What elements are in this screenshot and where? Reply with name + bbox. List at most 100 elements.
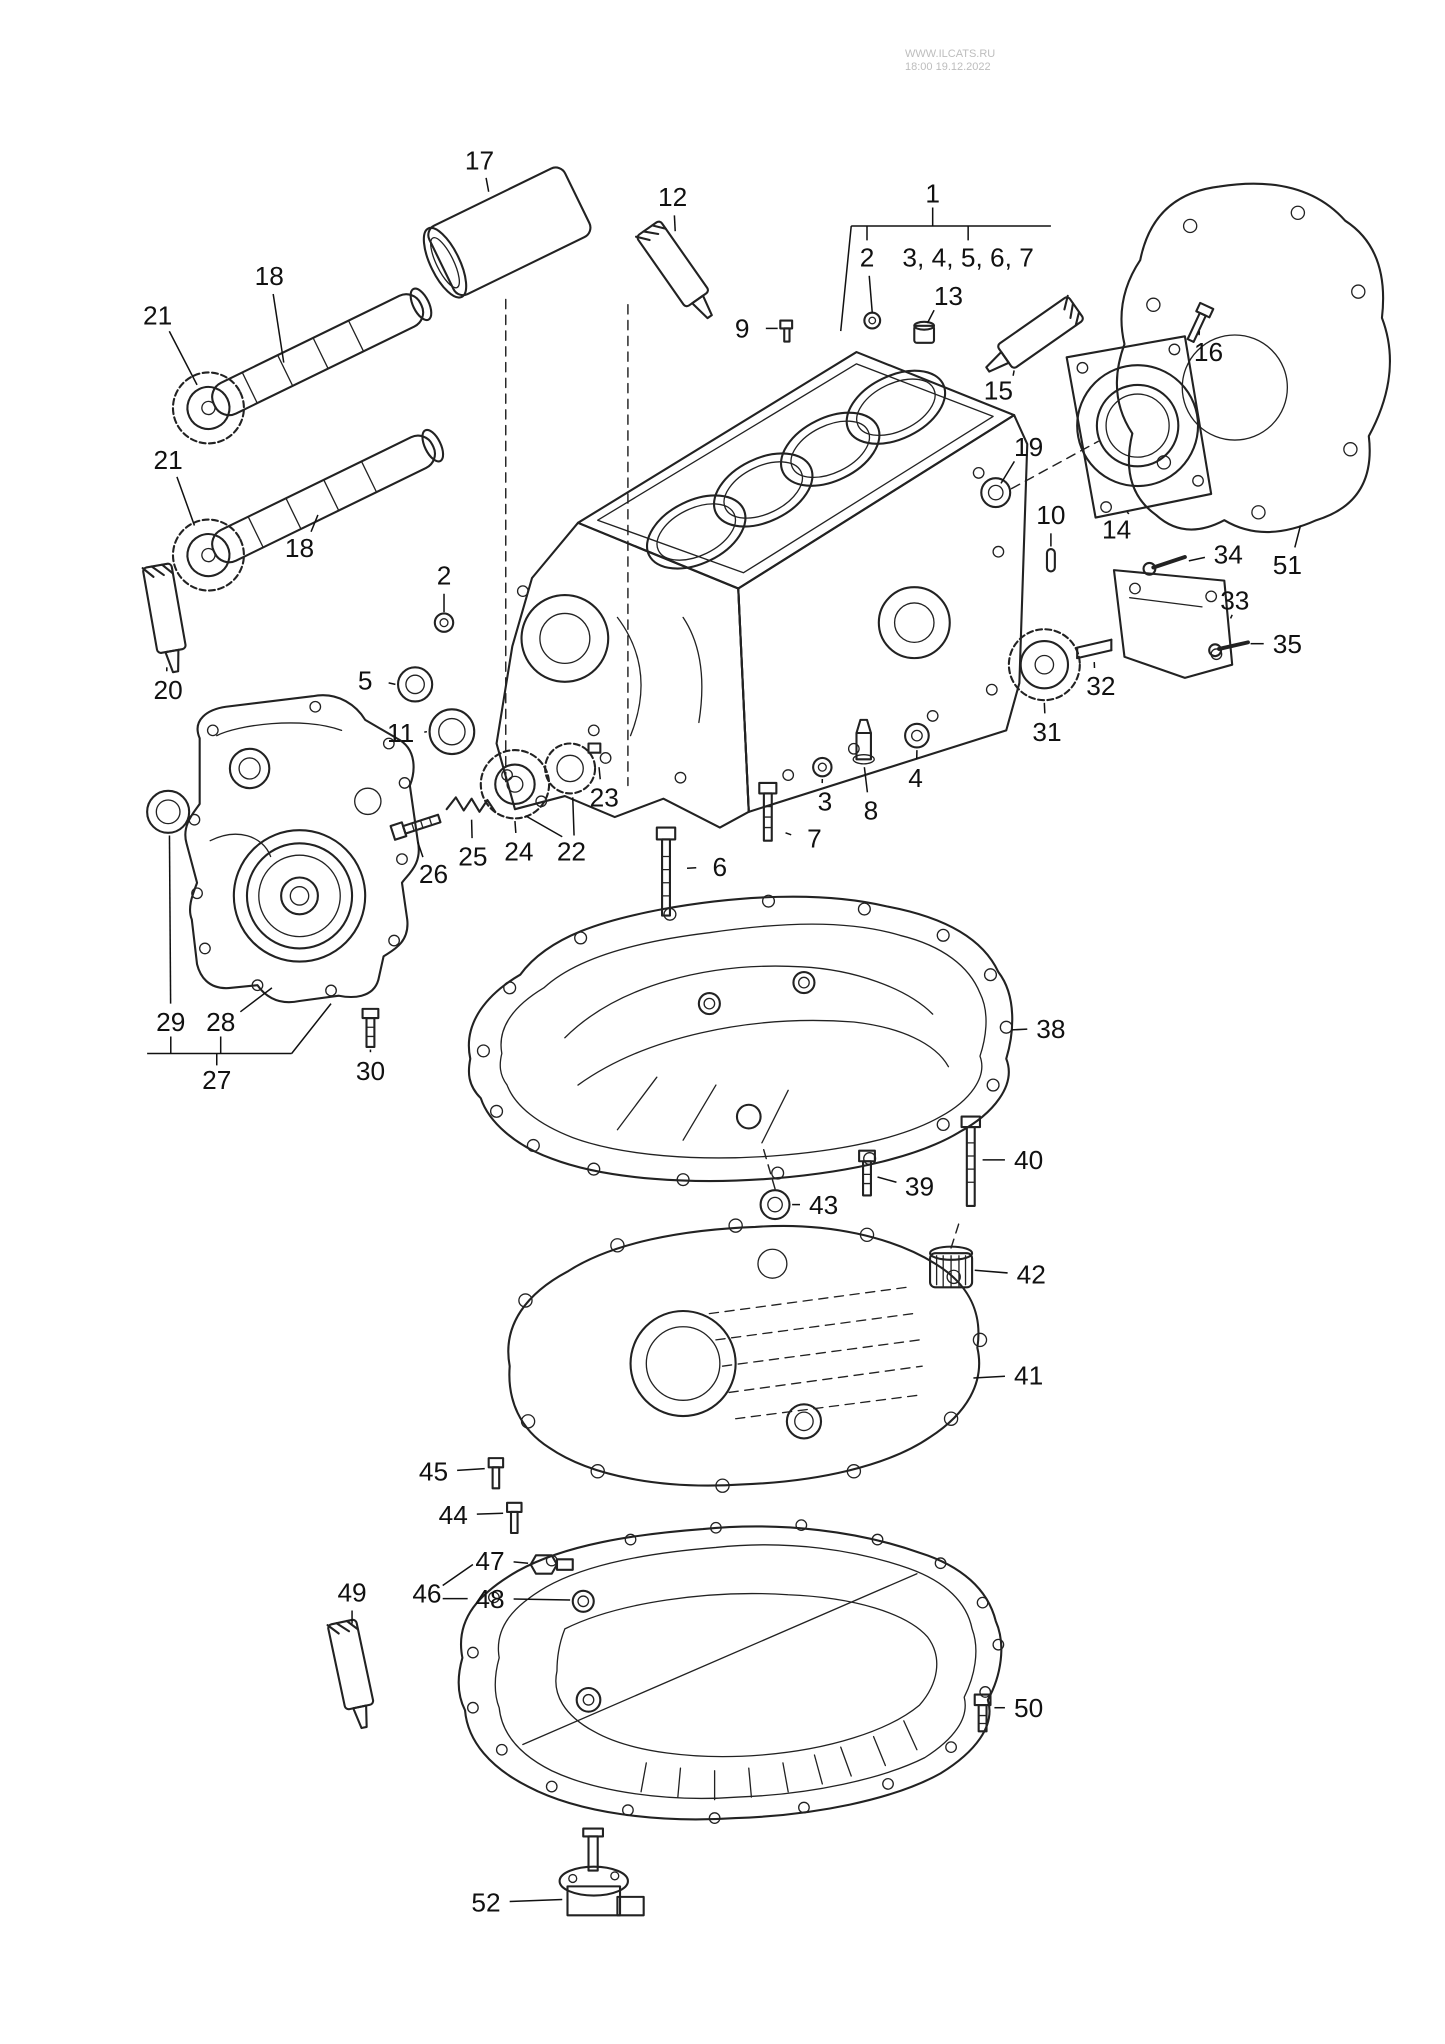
watermark-timestamp: 18:00 19.12.2022 [905,61,991,73]
callout-41-45: 41 [1014,1361,1043,1391]
sprocket-24 [479,749,551,820]
seal-11 [428,708,476,756]
leader-line-44 [476,1512,504,1515]
leader-line-19 [1000,460,1016,484]
balance-shaft-upper [171,287,433,445]
leader-line-18 [272,293,285,363]
callout-34-13: 34 [1214,540,1243,570]
cap-42 [929,1245,974,1289]
watermark: WWW.ILCATS.RU 18:00 19.12.2022 [905,48,995,74]
leader-line-52 [509,1898,563,1903]
callout-32-16: 32 [1086,671,1115,701]
callout-14-10: 14 [1102,515,1131,545]
balance-shaft-lower [171,428,445,592]
callout-10-12: 10 [1036,500,1065,530]
upper-oil-sump [467,894,1014,1289]
leader-line-38 [1011,1028,1028,1031]
callout-16-8: 16 [1194,337,1223,367]
bolt-16 [1186,301,1215,343]
callout-49-51: 49 [337,1577,366,1607]
callout-46-50: 46 [412,1579,441,1609]
callout-29-36: 29 [156,1007,185,1037]
callout-51-9: 51 [1273,550,1302,580]
windage-tray [487,1218,988,1535]
leader-line-48 [513,1598,571,1601]
callout-12-1: 12 [658,182,687,212]
callout-22-30: 22 [557,836,586,866]
leader-line-12 [673,215,676,232]
callout-leader-lines [166,177,1302,1903]
callout-48-49: 48 [475,1584,504,1614]
leader-line-17 [485,177,490,192]
seal-4 [904,722,930,749]
shaft-sleeve [422,166,592,299]
callout-7-34: 7 [807,823,822,853]
lower-oil-pan [457,1519,1005,1824]
leader-line-33 [1229,614,1233,619]
drive-shaft [1076,638,1113,660]
sealant-tube-15 [985,294,1084,373]
callout-15-7: 15 [984,375,1013,405]
callout-brackets [147,207,1051,1600]
watermark-site: WWW.ILCATS.RU [905,48,996,60]
leader-line-21 [168,330,198,386]
seal-5 [396,666,434,703]
callout-45-46: 45 [419,1456,448,1486]
leader-line-34 [1188,556,1206,562]
seal-3 [812,756,833,778]
callout-40-42: 40 [1014,1145,1043,1175]
leader-line-21 [176,476,196,526]
seal-43 [759,1189,791,1221]
leader-line-7 [785,832,792,836]
bolt-26 [389,813,442,841]
drain-seal-48 [571,1589,595,1613]
drive-bracket [1112,569,1234,679]
drive-screw-b [1208,640,1250,658]
callout-20-22: 20 [154,675,183,705]
callout-18-21: 18 [285,533,314,563]
intermediate-plate [1115,182,1391,534]
callout-11-25: 11 [387,718,414,748]
sealant-tube-49 [326,1618,375,1730]
callout-6-35: 6 [713,852,728,882]
callout-43-43: 43 [809,1190,838,1220]
drive-gear [1007,628,1081,702]
leader-line-41 [973,1375,1005,1379]
callout-24-27: 24 [504,836,533,866]
leader-line-29 [168,835,172,1004]
sealant-tube-20 [141,562,187,674]
leader-line-18 [310,514,319,533]
sprocket-22 [544,742,597,795]
oil-pump-drive [1007,555,1250,702]
callout-30-38: 30 [356,1056,385,1086]
callout-35-15: 35 [1273,629,1302,659]
callout-5-24: 5 [358,666,373,696]
sump-bolt-40 [960,1115,982,1207]
callout-52-53: 52 [471,1887,500,1917]
callout-38-40: 38 [1036,1014,1065,1044]
callout-42-44: 42 [1017,1259,1046,1289]
callout-17-0: 17 [465,145,494,175]
cover-bolt-30 [361,1007,380,1049]
leader-line-6 [686,866,697,870]
callout-8-32: 8 [864,796,879,826]
nozzle-8 [852,718,875,765]
small-parts [396,301,1215,917]
bolt-6 [655,826,677,917]
sump-bolt-39 [858,1149,876,1197]
drain-plug-47 [529,1554,574,1575]
leader-line-2 [868,275,874,313]
leader-line-5 [388,682,396,686]
oil-level-sensor [558,1827,645,1917]
callout-33-14: 33 [1220,586,1249,616]
callout-13-6: 13 [934,281,963,311]
rear-sealing-flange [1065,335,1213,519]
callout-18-19: 18 [255,261,284,291]
leader-line-8 [863,767,869,793]
tray-bolt-45 [487,1457,505,1490]
leader-line-45 [457,1467,485,1472]
plug-2a [863,311,882,330]
cover-seal-29 [146,789,191,834]
